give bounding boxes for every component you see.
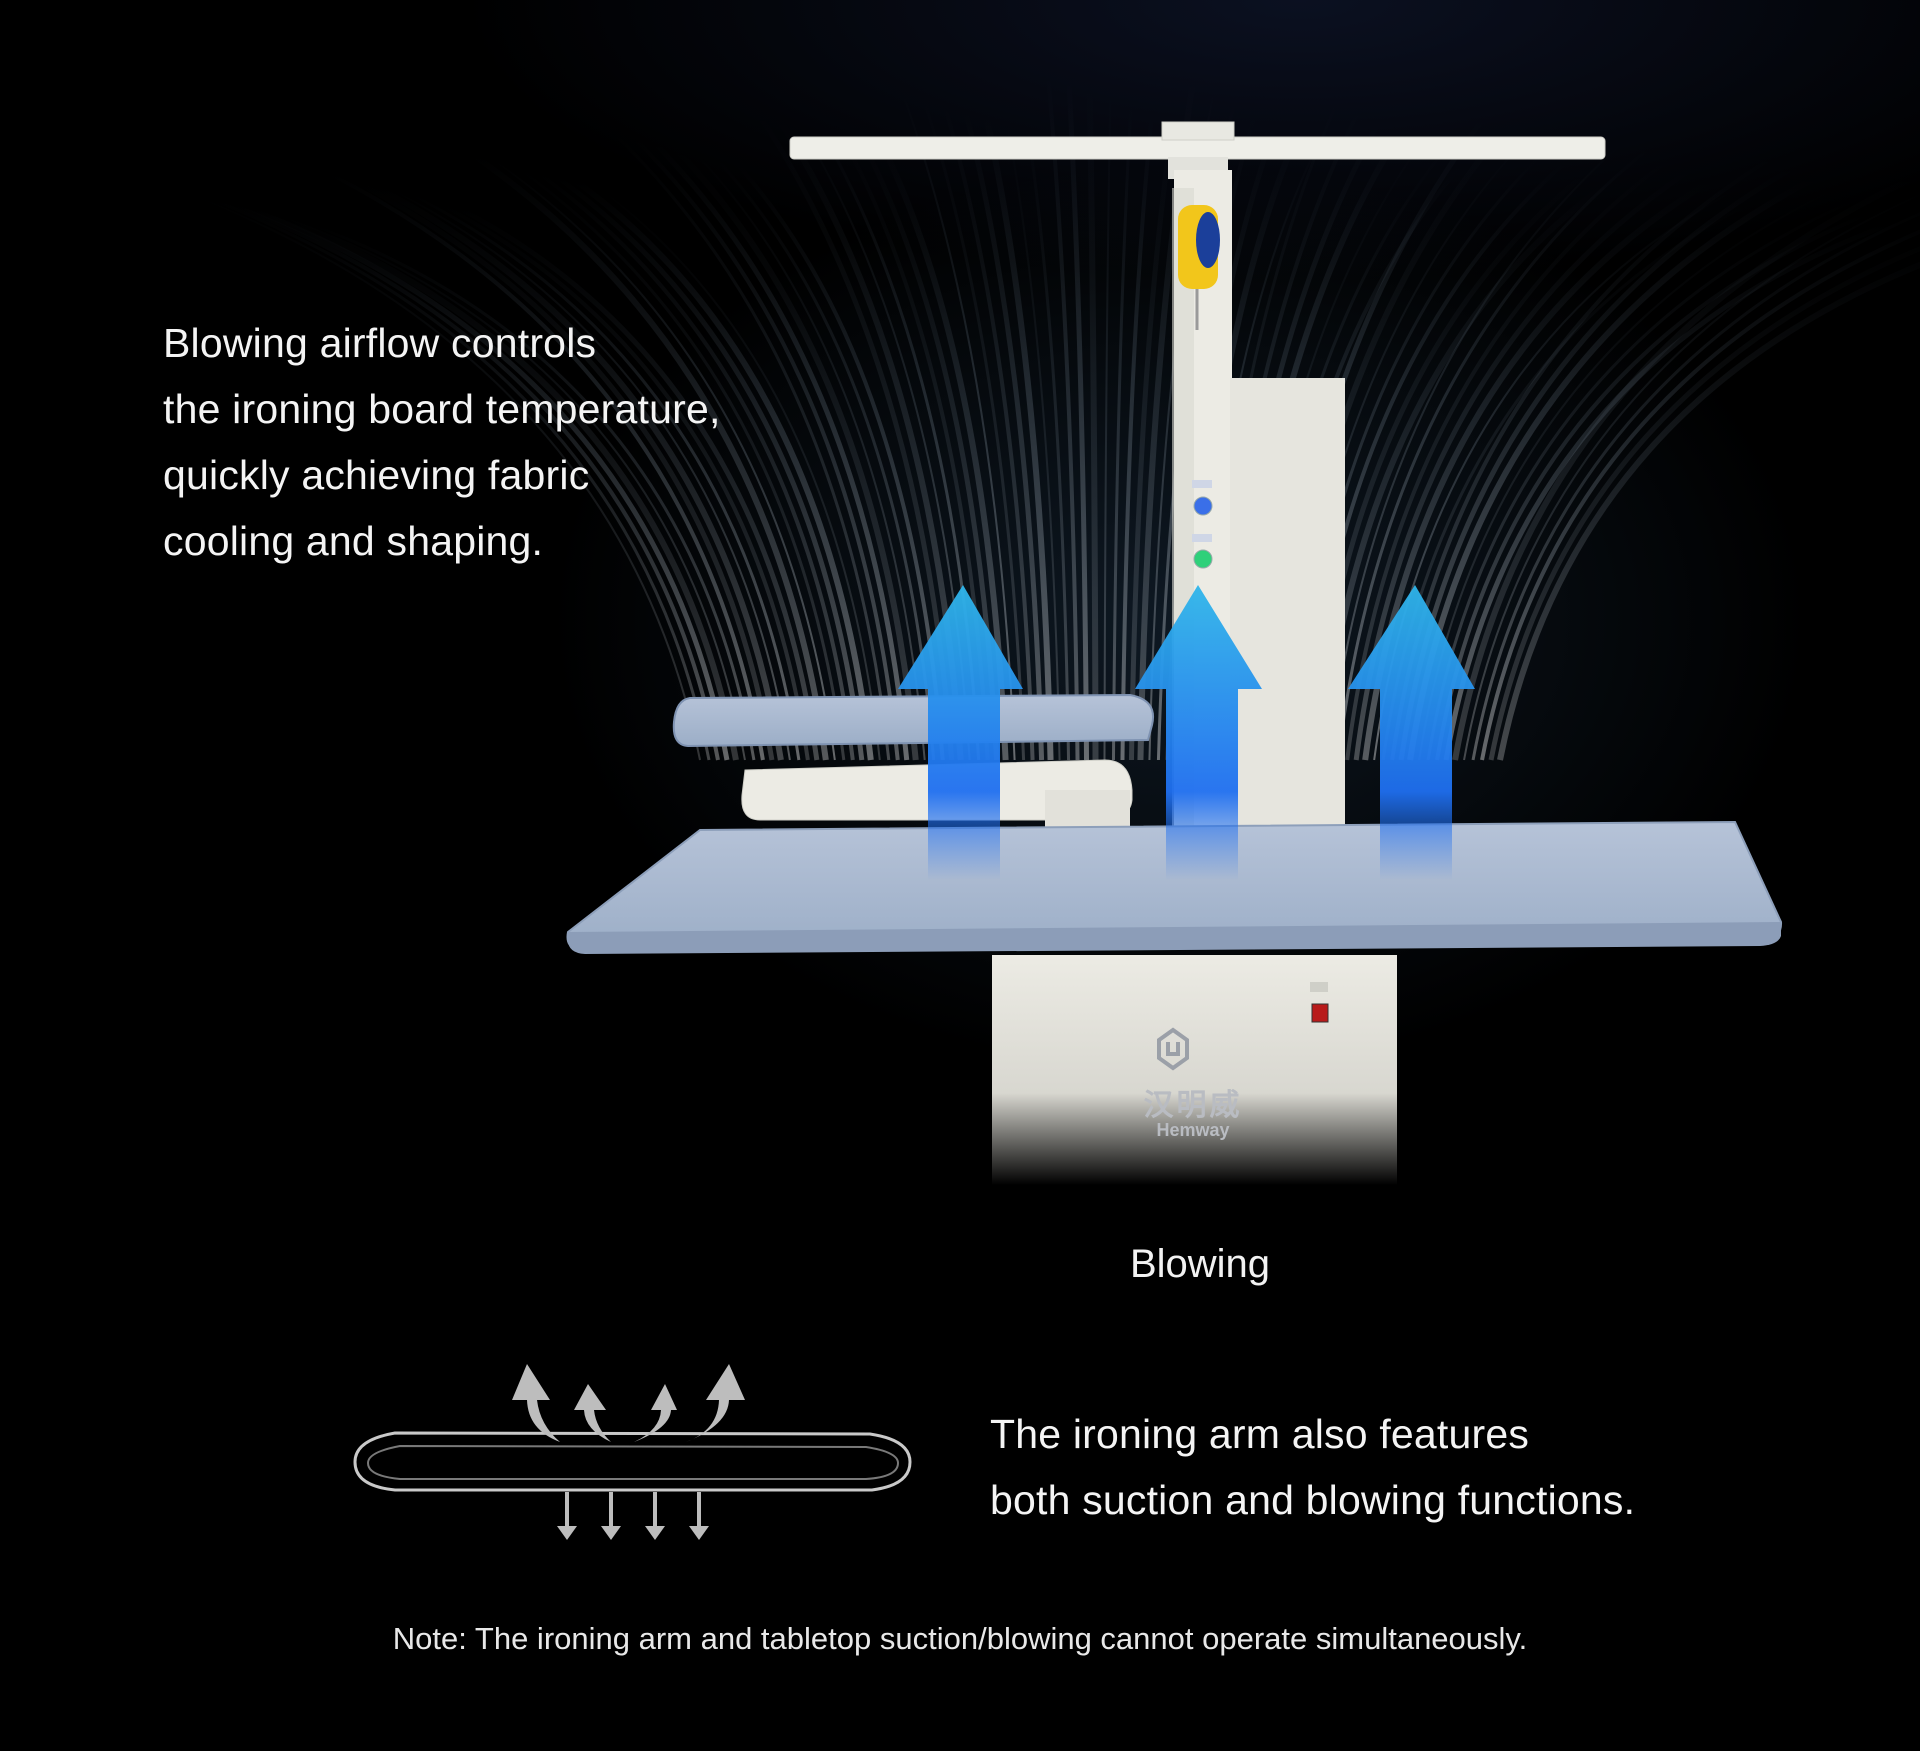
airflow-streak: [261, 208, 739, 761]
airflow-streak: [179, 189, 701, 761]
airflow-streak: [1005, 121, 1061, 761]
airflow-streak: [922, 100, 1026, 761]
airflow-streak: [550, 171, 865, 761]
airflow-streak: [1103, 95, 1112, 761]
power-switch-icon: [1311, 1003, 1329, 1023]
airflow-streak: [427, 195, 810, 761]
airflow-streak: [592, 183, 881, 761]
base-cabinet: [992, 955, 1397, 1185]
airflow-streak: [613, 132, 891, 761]
airflow-streak: [241, 203, 730, 761]
airflow-streak: [716, 158, 936, 761]
airflow-streak: [344, 174, 775, 761]
airflow-streak: [323, 169, 765, 761]
airflow-streak: [530, 166, 855, 761]
airflow-streak: [983, 116, 1054, 761]
airflow-streak: [1120, 116, 1154, 761]
airflow-streak: [489, 156, 836, 761]
airflow-streak: [1488, 246, 1920, 761]
airflow-streak: [1128, 127, 1175, 761]
airflow-streak: [1336, 148, 1649, 761]
arm-description-line: both suction and blowing functions.: [990, 1477, 1636, 1523]
airflow-streak: [674, 147, 919, 761]
airflow-streak: [1026, 127, 1071, 761]
headline-line: Blowing airflow controls: [163, 320, 597, 366]
airflow-streak: [1086, 87, 1099, 761]
airflow-streak: [633, 137, 900, 761]
airflow-streak: [1443, 219, 1897, 761]
airflow-streak: [1452, 173, 1918, 761]
airflow-streak: [1111, 105, 1133, 761]
airflow-streak: [1046, 76, 1080, 761]
airflow-streak: [696, 153, 926, 761]
airflow-up-arrow-icon: [898, 585, 1023, 880]
brand-name-cn: 汉明威: [1143, 1089, 1243, 1122]
airflow-streak: [1480, 229, 1920, 761]
airflow-up-arrow-icon: [1135, 585, 1262, 880]
airflow-streak: [1471, 212, 1920, 761]
airflow-streak: [1066, 81, 1090, 761]
airflow-streak: [902, 95, 1016, 761]
airflow-streak: [200, 193, 711, 761]
airflow-streak: [364, 179, 784, 761]
arm-feature-description: The ironing arm also features both sucti…: [990, 1401, 1790, 1533]
brand-logo-icon: [1157, 1027, 1189, 1071]
airflow-streak: [283, 215, 746, 761]
airflow-arrows: [898, 585, 1475, 880]
arm-description-line: The ironing arm also features: [990, 1411, 1530, 1457]
airflow-streak: [220, 198, 720, 761]
blowing-mode-label: Blowing: [1129, 1242, 1271, 1286]
airflow-streak: [1328, 138, 1628, 761]
headline-line: cooling and shaping.: [163, 518, 544, 564]
airflow-streak: [406, 190, 801, 761]
headline-line: quickly achieving fabric: [163, 452, 590, 498]
ironing-arm-diagram-icon: [353, 1364, 912, 1540]
tabletop: [566, 820, 1783, 954]
brand-name-en: Hemway: [1156, 1120, 1230, 1140]
feature-headline: Blowing airflow controls the ironing boa…: [163, 310, 783, 574]
brand-logo: 汉明威 Hemway: [1128, 1080, 1258, 1141]
airflow-streak: [467, 149, 829, 761]
airflow-streak: [1345, 158, 1670, 761]
airflow-streak: [303, 220, 756, 761]
airflow-streak: [571, 176, 874, 761]
airflow-streak: [386, 186, 791, 761]
ironing-arm: [672, 693, 1154, 830]
spring-balancer: [1178, 205, 1220, 330]
airflow-streak: [943, 105, 1035, 761]
airflow-streak: [1426, 199, 1856, 761]
airflow-streak: [447, 200, 820, 761]
airflow-streak: [653, 142, 910, 761]
headline-line: the ironing board temperature,: [163, 386, 721, 432]
airflow-streak: [1463, 193, 1920, 761]
airflow-streak: [1497, 261, 1920, 761]
airflow-up-arrow-icon: [1348, 585, 1475, 880]
airflow-streak: [509, 161, 846, 761]
operation-note: Note: The ironing arm and tabletop sucti…: [392, 1621, 1528, 1656]
airflow-streak: [963, 110, 1045, 761]
